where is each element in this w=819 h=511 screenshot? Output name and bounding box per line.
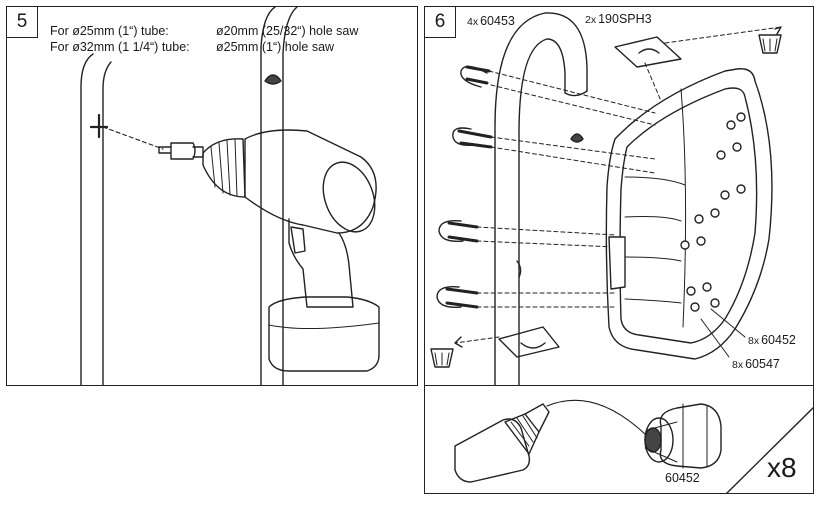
ubolt-2 — [452, 127, 493, 149]
screws-washers — [680, 112, 746, 312]
drill-handle — [288, 218, 354, 308]
screw-code: 60452 — [761, 333, 796, 347]
drill-battery — [268, 296, 380, 372]
tube-size-32mm-label: For ø32mm (1 1/4“) tube: — [50, 40, 190, 54]
plate-qty: 2x — [585, 14, 597, 26]
detail-panel: 60452 x8 — [424, 385, 814, 494]
washer-code: 60547 — [745, 357, 780, 371]
step-5-number: 5 — [7, 7, 38, 38]
multiplier-label: x8 — [767, 452, 797, 483]
mounting-illustration — [430, 12, 782, 385]
mounting-plate-top — [614, 36, 682, 68]
ubolt-3 — [438, 220, 479, 243]
mount-housing — [605, 68, 773, 360]
detail-part-label: 60452 — [665, 471, 700, 485]
ubolt-qty: 4x — [467, 16, 479, 28]
hole-saw-bit — [158, 142, 204, 160]
threadlock-bottle — [454, 418, 531, 483]
curved-tube — [494, 12, 588, 385]
tube-side-hole — [570, 133, 584, 143]
step-5-panel: 5 For ø25mm (1“) tube: ø20mm (25/32“) ho… — [6, 6, 418, 386]
nut-insert — [644, 403, 722, 469]
waste-bin-icon-top — [758, 34, 782, 54]
left-tube — [80, 53, 112, 385]
step-6-number: 6 — [425, 7, 456, 38]
ubolt-code: 60453 — [480, 14, 515, 28]
tube-size-25mm-label: For ø25mm (1“) tube: — [50, 24, 169, 38]
tube-hole — [264, 74, 282, 85]
ubolt-4 — [436, 286, 479, 309]
plate-code: 190SPH3 — [598, 12, 652, 26]
threadlock-illustration — [454, 399, 813, 493]
drill-trigger — [290, 226, 306, 254]
drill-rear-cap — [322, 161, 376, 233]
glue-line — [546, 399, 648, 437]
drilling-illustration — [80, 7, 380, 385]
hole-saw-20mm-label: ø20mm (25/32“) hole saw — [216, 24, 359, 38]
drill-mark — [89, 113, 109, 139]
drill-chuck — [202, 138, 246, 198]
right-tube — [260, 7, 298, 385]
hole-saw-25mm-label: ø25mm (1“) hole saw — [216, 40, 335, 54]
washer-qty: 8x — [732, 359, 744, 371]
corner-divider — [726, 406, 813, 493]
mounting-plate-bottom — [498, 326, 560, 358]
ubolt-1 — [460, 65, 491, 88]
screw-qty: 8x — [748, 335, 760, 347]
drill-body — [244, 129, 377, 234]
waste-bin-icon-bottom — [430, 348, 454, 368]
drill-path — [102, 126, 164, 150]
